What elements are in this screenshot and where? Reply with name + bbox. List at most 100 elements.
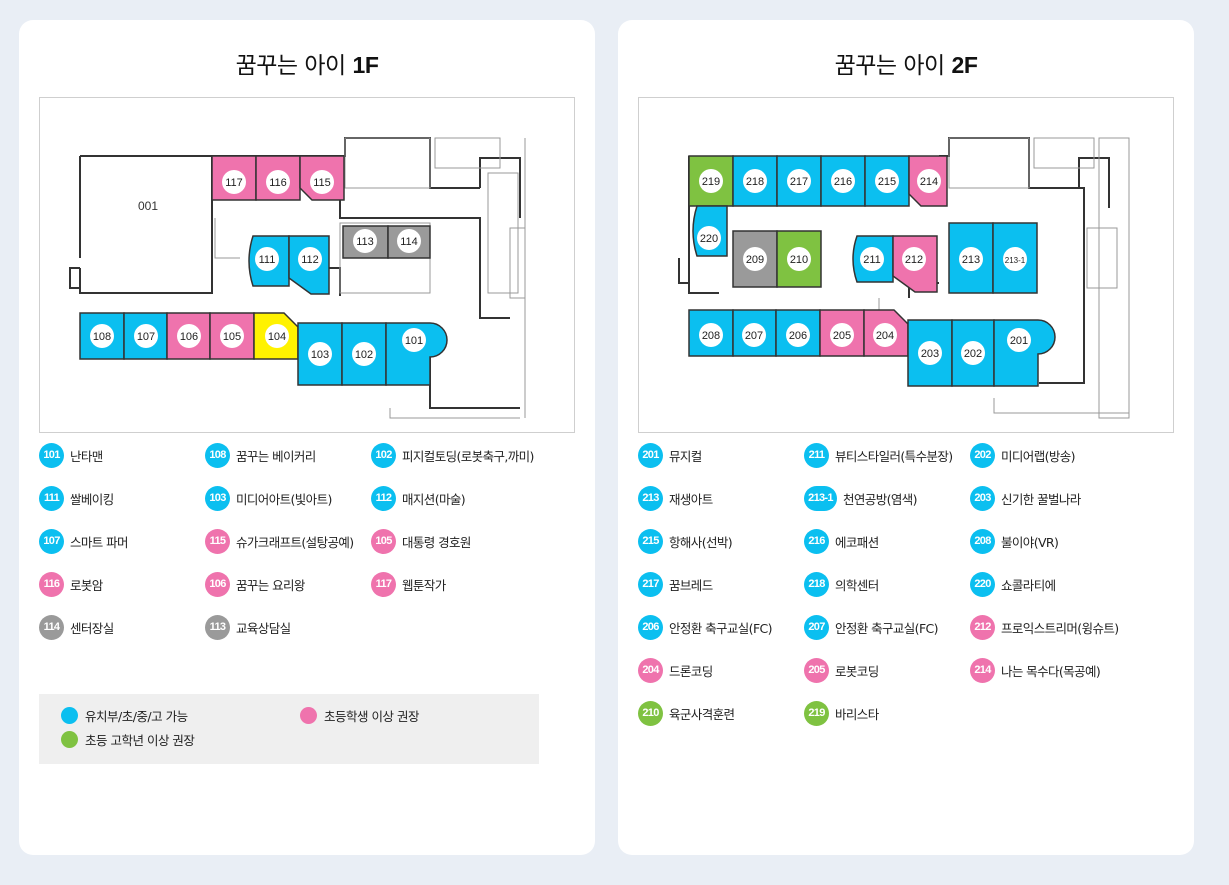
floor-1-legend-item-113[interactable]: 113 교육상담실 xyxy=(205,613,291,641)
room-number: 218 xyxy=(746,176,764,188)
room-label-circle xyxy=(873,323,897,347)
room-205[interactable]: 205 xyxy=(819,309,865,357)
floor-2-title: 꿈꾸는 아이 2F xyxy=(834,52,978,79)
room-211[interactable]: 211 xyxy=(852,235,894,283)
room-218[interactable]: 218 xyxy=(732,155,778,207)
room-207[interactable]: 207 xyxy=(732,309,777,357)
room-108[interactable]: 108 xyxy=(79,312,125,360)
room-number-badge: 215 xyxy=(638,528,663,554)
room-label-circle xyxy=(787,247,811,271)
room-111[interactable]: 111 xyxy=(248,235,290,287)
room-program-label: 육군사격훈련 xyxy=(669,706,735,722)
room-label-circle xyxy=(918,341,942,365)
room-208[interactable]: 208 xyxy=(688,309,734,357)
room-219[interactable]: 219 xyxy=(688,155,734,207)
room-116[interactable]: 116 xyxy=(255,155,301,201)
room-201[interactable]: 201 xyxy=(993,319,1056,387)
room-105[interactable]: 105 xyxy=(209,312,255,360)
age-key-box: 유치부/초/중/고 가능 초등학생 이상 권장 초등 고학년 이상 권장 xyxy=(39,694,539,764)
room-107[interactable]: 107 xyxy=(123,312,168,360)
room-115[interactable]: 115 xyxy=(299,155,345,201)
room-number: 111 xyxy=(259,254,276,266)
room-number: 104 xyxy=(268,331,286,343)
room-112[interactable]: 112 xyxy=(288,235,330,295)
green-dot-icon xyxy=(61,731,78,748)
room-217[interactable]: 217 xyxy=(776,155,822,207)
room-label-circle xyxy=(959,247,983,271)
room-209[interactable]: 209 xyxy=(732,230,778,288)
room-220[interactable]: 220 xyxy=(692,205,728,257)
room-212[interactable]: 212 xyxy=(892,235,938,293)
room-106[interactable]: 106 xyxy=(166,312,211,360)
room-number: 202 xyxy=(964,348,982,360)
room-number: 205 xyxy=(833,330,851,342)
room-program-label: 매지션(마술) xyxy=(402,491,466,507)
room-number-badge: 113 xyxy=(205,614,230,640)
room-number: 117 xyxy=(225,177,243,189)
room-program-label: 교육상담실 xyxy=(236,620,291,636)
room-113[interactable]: 113 xyxy=(342,225,389,259)
room-number-badge: 213-1 xyxy=(804,485,837,511)
room-210[interactable]: 210 xyxy=(776,230,822,288)
room-215[interactable]: 215 xyxy=(864,155,910,207)
room-104[interactable]: 104 xyxy=(253,312,299,360)
room-213-1[interactable]: 213-1 xyxy=(992,222,1038,294)
room-203[interactable]: 203 xyxy=(907,319,953,387)
room-103[interactable]: 103 xyxy=(297,322,343,386)
room-number: 216 xyxy=(834,176,852,188)
room-102[interactable]: 102 xyxy=(341,322,387,386)
room-206[interactable]: 206 xyxy=(775,309,821,357)
room-number-badge: 114 xyxy=(39,614,64,640)
room-114[interactable]: 114 xyxy=(387,225,431,259)
room-216[interactable]: 216 xyxy=(820,155,866,207)
room-number: 101 xyxy=(405,335,423,347)
room-202[interactable]: 202 xyxy=(951,319,995,387)
room-number: 106 xyxy=(180,331,198,343)
room-214[interactable]: 214 xyxy=(908,155,948,207)
room-101[interactable]: 101 xyxy=(385,322,448,386)
room-204[interactable]: 204 xyxy=(863,309,909,357)
room-number: 219 xyxy=(702,176,720,188)
room-number: 210 xyxy=(790,254,808,266)
room-117[interactable]: 117 xyxy=(211,155,257,201)
room-213[interactable]: 213 xyxy=(948,222,994,294)
room-program-label: 안정환 축구교실(FC) xyxy=(835,620,939,636)
floor-1-title: 꿈꾸는 아이 1F xyxy=(235,52,379,79)
